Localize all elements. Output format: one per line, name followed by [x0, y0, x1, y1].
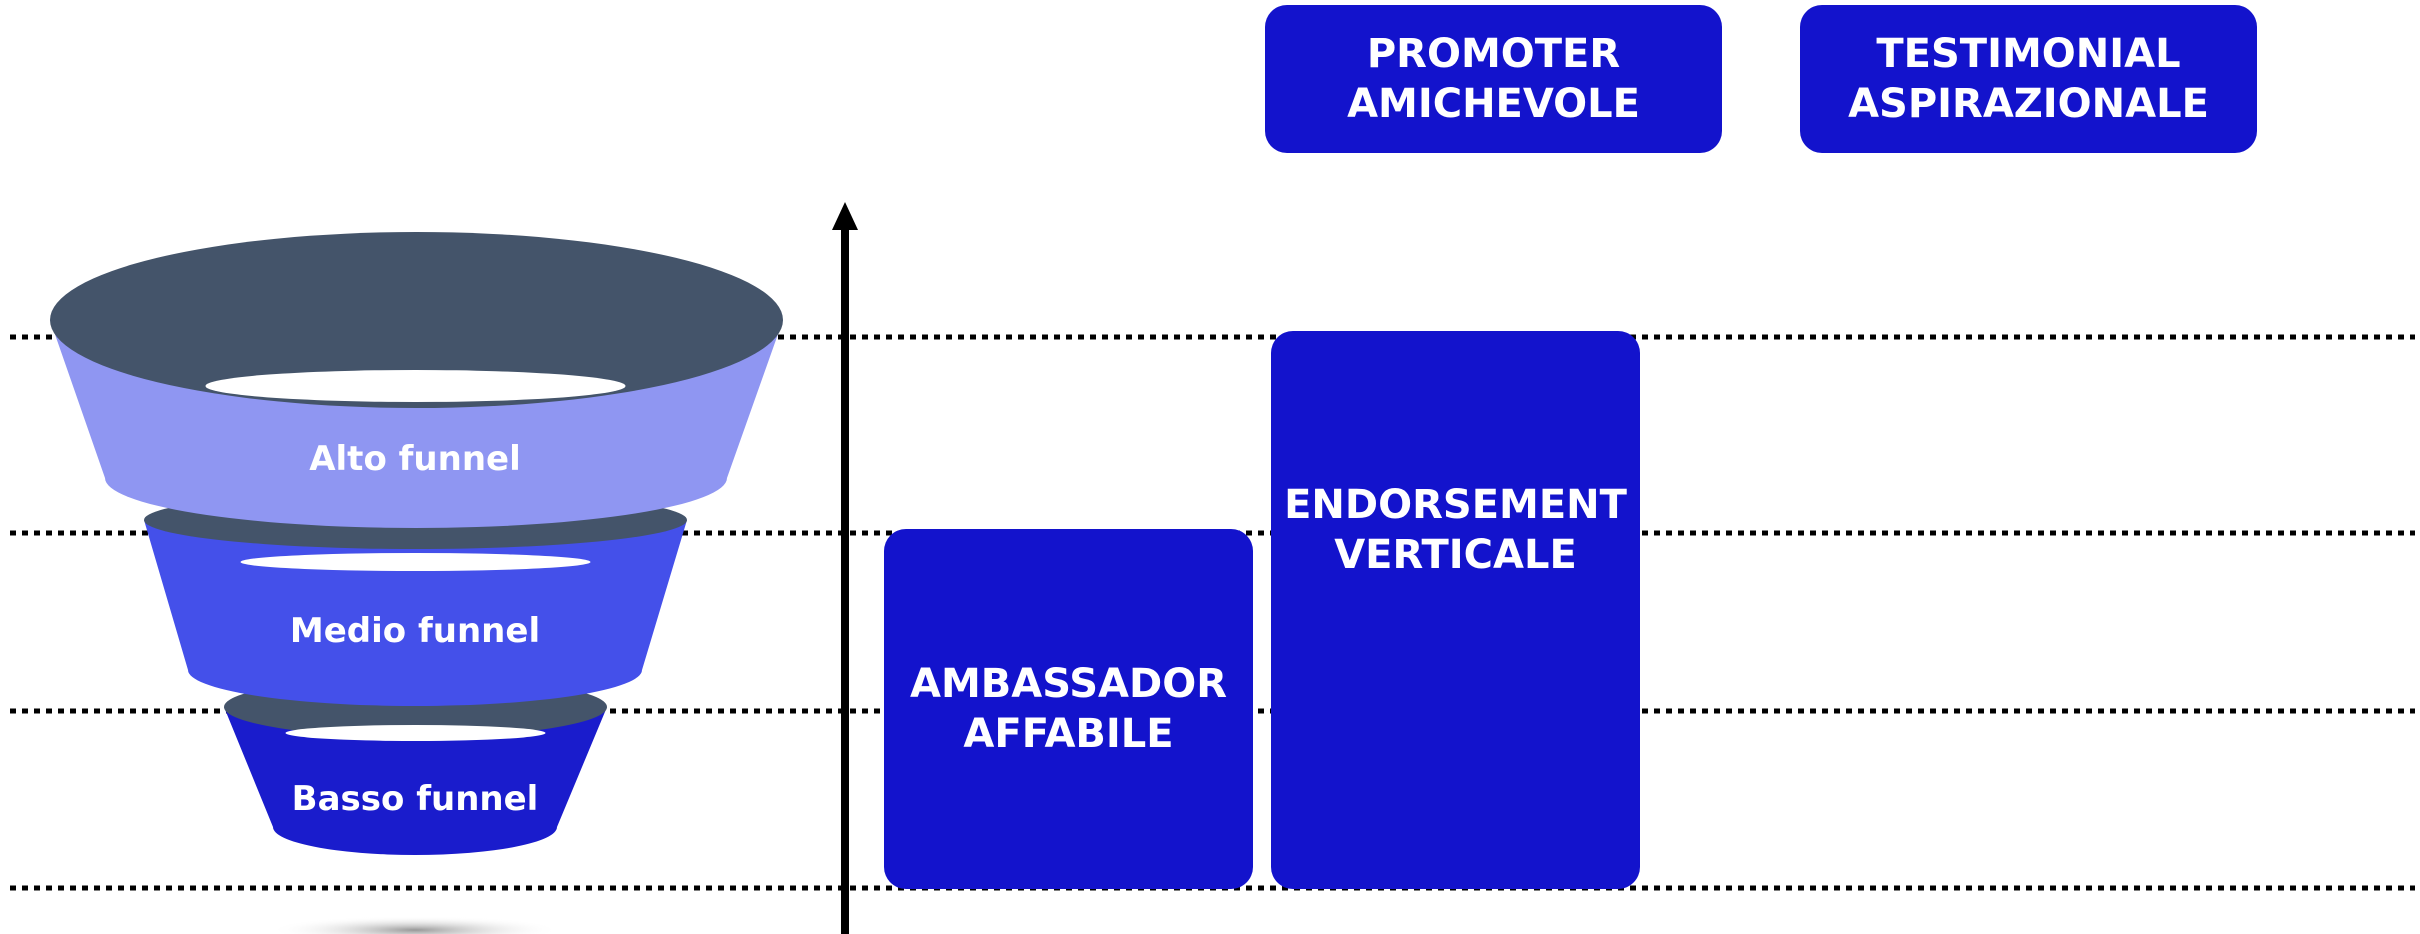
testimonial-line1: TESTIMONIAL — [1876, 31, 2181, 77]
axis-arrow-head — [832, 202, 858, 230]
ambassador-affabile-box: AMBASSADOR AFFABILE — [884, 529, 1253, 889]
testimonial-aspirazionale-box: TESTIMONIAL ASPIRAZIONALE — [1800, 5, 2257, 153]
funnel-label-basso: Basso funnel — [292, 779, 539, 819]
ambassador-line2: AFFABILE — [963, 711, 1174, 757]
promoter-line2: AMICHEVOLE — [1347, 81, 1640, 127]
testimonial-line2: ASPIRAZIONALE — [1848, 81, 2209, 127]
funnel-shadow — [270, 916, 560, 934]
promoter-amichevole-box: PROMOTER AMICHEVOLE — [1265, 5, 1722, 153]
endorsement-line1: ENDORSEMENT — [1284, 482, 1627, 528]
funnel-level-alto: Alto funnel — [50, 232, 783, 528]
endorsement-verticale-box: ENDORSEMENT VERTICALE — [1271, 331, 1640, 889]
funnel-label-medio: Medio funnel — [290, 611, 540, 651]
ambassador-line1: AMBASSADOR — [910, 661, 1227, 707]
promoter-line1: PROMOTER — [1366, 31, 1621, 77]
funnel-label-alto: Alto funnel — [309, 439, 521, 479]
endorsement-line2: VERTICALE — [1334, 532, 1577, 578]
